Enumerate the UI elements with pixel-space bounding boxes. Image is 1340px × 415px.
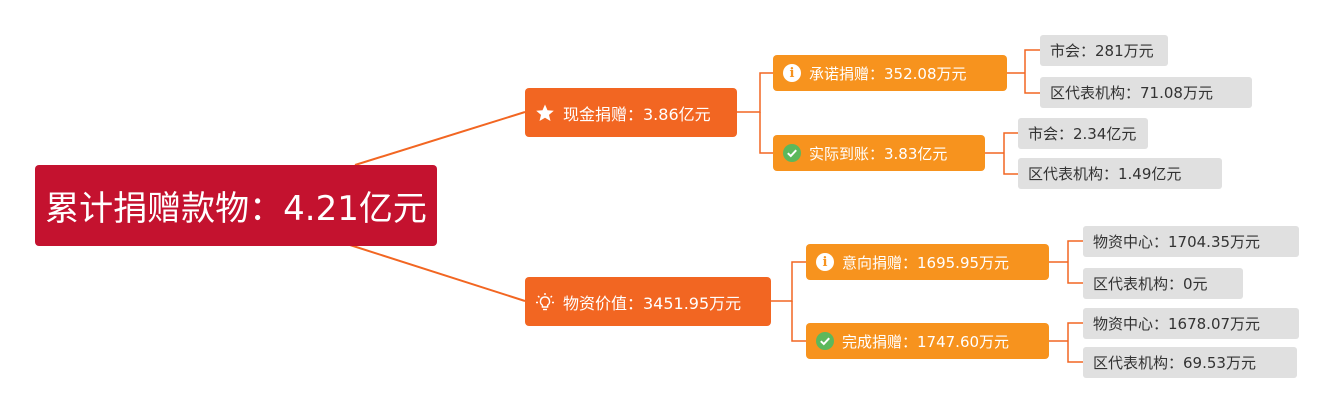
leaf-label: 物资中心：1704.35万元 <box>1093 233 1261 251</box>
leaf-label: 市会：2.34亿元 <box>1028 125 1137 143</box>
leaf-node[interactable]: 区代表机构：69.53万元 <box>1083 347 1297 378</box>
leaf-node[interactable]: 区代表机构：71.08万元 <box>1040 77 1252 108</box>
check-circle-icon <box>816 332 834 350</box>
branch-label: 物资价值：3451.95万元 <box>563 293 742 313</box>
sub-label: 承诺捐赠：352.08万元 <box>809 64 967 83</box>
sub-pledged-donation[interactable]: i 承诺捐赠：352.08万元 <box>773 55 1007 91</box>
root-label: 累计捐赠款物：4.21亿元 <box>45 189 427 229</box>
link-root-goods <box>349 244 526 302</box>
link-cash-received <box>759 112 773 154</box>
leaf-node[interactable]: 区代表机构：1.49亿元 <box>1018 158 1222 189</box>
info-icon: i <box>783 64 801 82</box>
leaf-node[interactable]: 物资中心：1678.07万元 <box>1083 308 1299 339</box>
link-cash-pledged <box>737 72 773 113</box>
leaf-label: 区代表机构：69.53万元 <box>1093 354 1256 372</box>
root-node[interactable]: 累计捐赠款物：4.21亿元 <box>35 165 437 246</box>
branch-goods-value[interactable]: 物资价值：3451.95万元 <box>525 277 771 326</box>
check-circle-icon <box>783 144 801 162</box>
leaf-node[interactable]: 市会：2.34亿元 <box>1018 118 1148 149</box>
link-done-leaves <box>1049 322 1083 363</box>
star-icon <box>535 103 555 123</box>
branch-label: 现金捐赠：3.86亿元 <box>563 104 711 124</box>
lightbulb-icon <box>535 292 555 312</box>
leaf-label: 区代表机构：0元 <box>1093 275 1208 293</box>
info-icon: i <box>816 253 834 271</box>
link-goods-done <box>791 301 806 342</box>
branch-cash-donation[interactable]: 现金捐赠：3.86亿元 <box>525 88 737 137</box>
leaf-node[interactable]: 市会：281万元 <box>1040 35 1168 66</box>
link-received-leaves <box>985 132 1018 175</box>
link-goods-intent <box>771 261 806 302</box>
link-pledged-leaves <box>1007 49 1040 94</box>
leaf-label: 区代表机构：71.08万元 <box>1050 84 1213 102</box>
leaf-label: 区代表机构：1.49亿元 <box>1028 165 1182 183</box>
leaf-node[interactable]: 物资中心：1704.35万元 <box>1083 226 1299 257</box>
sub-label: 完成捐赠：1747.60万元 <box>842 332 1010 351</box>
sub-label: 实际到账：3.83亿元 <box>809 144 948 163</box>
sub-label: 意向捐赠：1695.95万元 <box>842 253 1010 272</box>
sub-completed-donation[interactable]: 完成捐赠：1747.60万元 <box>806 323 1049 359</box>
sub-actual-received[interactable]: 实际到账：3.83亿元 <box>773 135 985 171</box>
leaf-label: 物资中心：1678.07万元 <box>1093 315 1261 333</box>
sub-intended-donation[interactable]: i 意向捐赠：1695.95万元 <box>806 244 1049 280</box>
leaf-label: 市会：281万元 <box>1050 42 1154 60</box>
link-intent-leaves <box>1049 240 1083 284</box>
leaf-node[interactable]: 区代表机构：0元 <box>1083 268 1243 299</box>
link-root-cash <box>354 111 526 166</box>
